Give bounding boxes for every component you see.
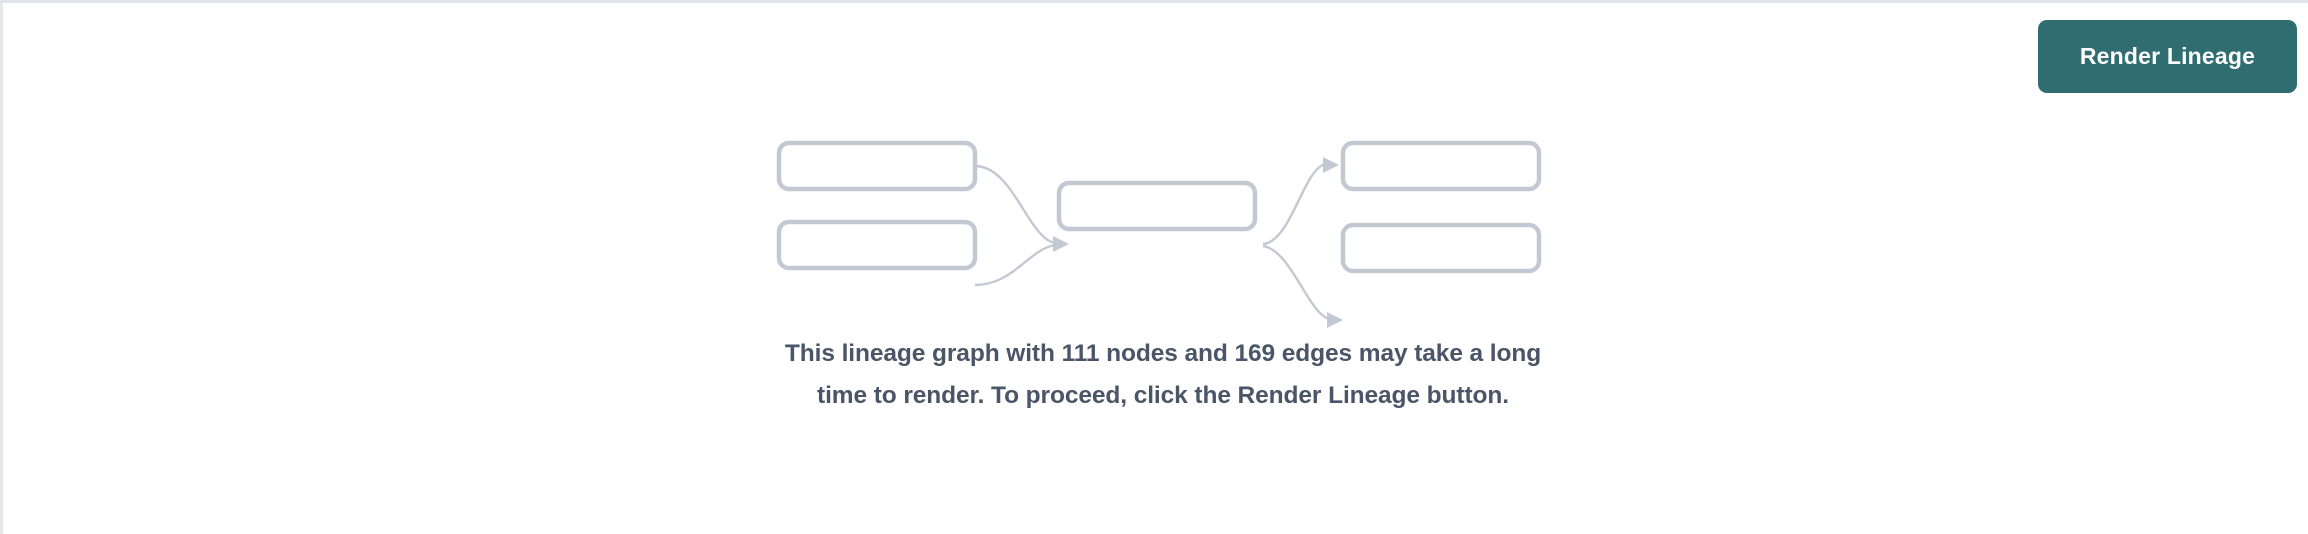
- edge-center-to-downstream-2: [1262, 244, 1330, 321]
- render-lineage-button[interactable]: Render Lineage: [2038, 20, 2297, 93]
- edge-center-to-downstream-1: [1262, 162, 1326, 246]
- edge-upstream-1-to-center: [974, 164, 1056, 245]
- edge-upstream-2-to-center: [974, 243, 1056, 287]
- lineage-warning-message: This lineage graph with 111 nodes and 16…: [784, 340, 1542, 409]
- edge-group: [974, 157, 1343, 328]
- graph-node-downstream-2: [1340, 222, 1542, 274]
- graph-node-upstream-2: [776, 219, 978, 271]
- arrowhead-into-downstream-2: [1327, 312, 1343, 328]
- lineage-graph-placeholder: [763, 128, 1563, 328]
- graph-node-downstream-1: [1340, 140, 1542, 192]
- arrowhead-into-center: [1053, 236, 1069, 252]
- graph-node-upstream-1: [776, 140, 978, 192]
- arrowhead-into-downstream-1: [1323, 157, 1339, 173]
- graph-node-center: [1056, 180, 1258, 232]
